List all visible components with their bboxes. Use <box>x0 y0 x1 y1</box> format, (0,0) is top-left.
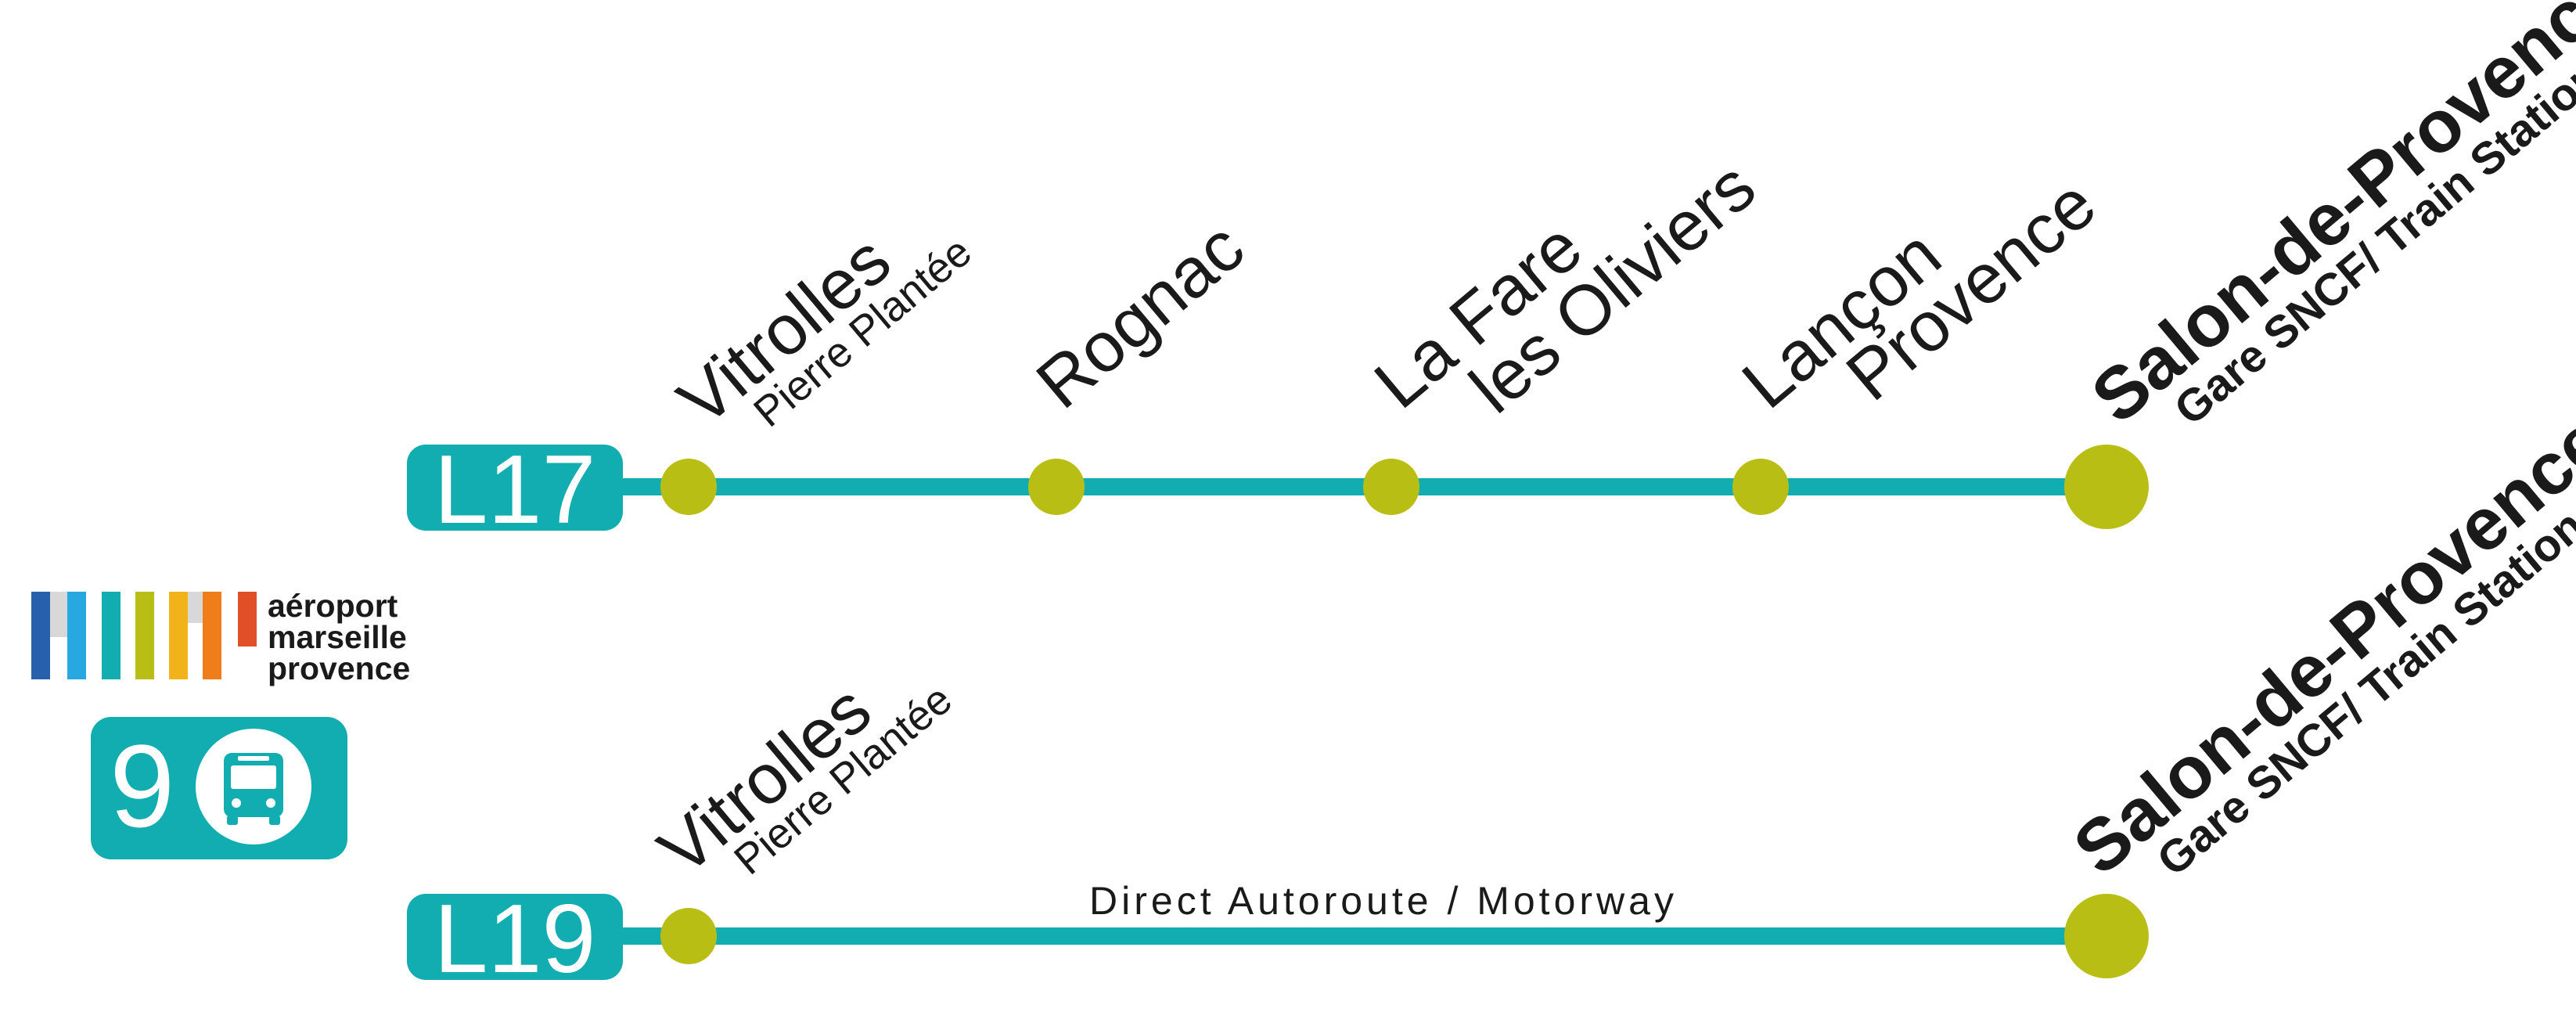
terminus-name: Salon-de-Provence <box>2076 0 2576 438</box>
logo-text-line2: marseille <box>268 619 407 655</box>
logo-stripe-grey <box>188 592 203 623</box>
stop-marker <box>1028 459 1085 515</box>
stop-marker <box>660 459 717 515</box>
terminus-subname: Gare SNCF/ Train Station <box>2148 500 2576 886</box>
line-l17: L17 Vitrolles Pierre Plantée Rognac La F… <box>407 0 2576 544</box>
logo-stripe-grey <box>50 592 67 637</box>
airport-logo: aéroport marseille provence <box>31 588 410 686</box>
logo-stripe <box>102 592 121 679</box>
stop-marker <box>660 908 717 964</box>
route-note: Direct Autoroute / Motorway <box>1089 879 1678 923</box>
terminus-marker <box>2064 894 2149 978</box>
terminus-subname: Gare SNCF/ Train Station <box>2165 49 2576 435</box>
logo-stripe <box>67 592 86 679</box>
logo-stripe <box>135 592 154 679</box>
line-id: L17 <box>434 436 596 544</box>
logo-text-line3: provence <box>268 650 410 686</box>
bus-icon <box>196 729 311 845</box>
terminus-marker <box>2064 445 2149 529</box>
service-number: 9 <box>110 720 174 852</box>
logo-text-line1: aéroport <box>268 588 398 624</box>
line-id: L19 <box>434 885 596 993</box>
stop-marker <box>1732 459 1789 515</box>
logo-stripe <box>203 592 221 679</box>
stop-marker <box>1363 459 1419 515</box>
service-badge: 9 <box>91 717 347 859</box>
stop-name: Rognac <box>1023 207 1259 423</box>
logo-stripe <box>31 592 50 679</box>
logo-stripe <box>238 592 257 646</box>
logo-stripes <box>31 592 257 679</box>
line-badge <box>407 894 623 980</box>
line-badge <box>407 445 623 531</box>
logo-stripe <box>169 592 188 679</box>
